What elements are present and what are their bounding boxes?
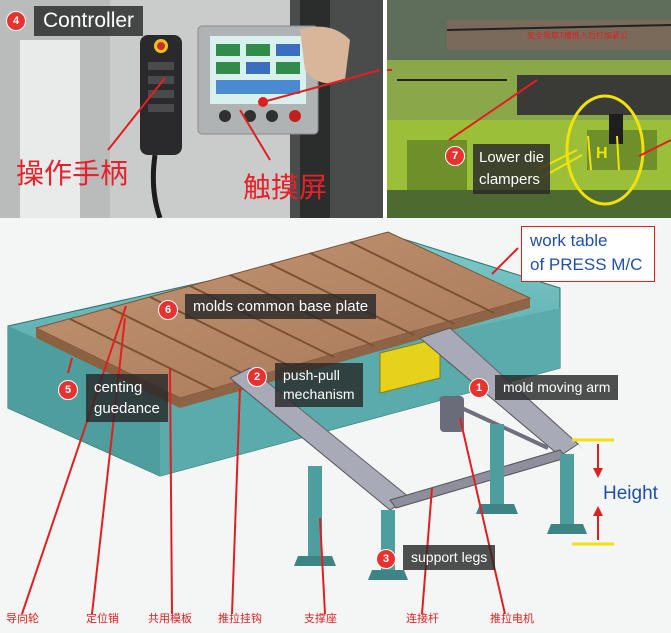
clamper-label-line1: Lower die (479, 149, 545, 166)
clamper-sign-text: 安全规章T槽推入后打加紧公 (527, 31, 628, 40)
cn-label-push-hook: 推拉挂钩 (218, 613, 262, 625)
centering-number: 5 (58, 380, 78, 400)
controller-number: 4 (6, 11, 26, 31)
push-pull-label: push-pull mechanism (275, 363, 363, 407)
legs-label: support legs (403, 545, 496, 570)
push-pull-line2: mechanism (283, 386, 355, 402)
push-pull-number: 2 (247, 367, 267, 387)
touch-screen-cn-label: 触摸屏 (243, 172, 328, 203)
clamper-label-line2: clampers (479, 171, 540, 188)
arm-label: mold moving arm (495, 375, 619, 400)
cn-label-guide-wheel: 导向轮 (6, 613, 39, 625)
controller-label: Controller (34, 6, 144, 36)
legs-number: 3 (376, 549, 396, 569)
height-label: Height (603, 483, 658, 504)
clamper-scene (387, 0, 671, 218)
cn-label-push-motor: 推拉电机 (490, 613, 534, 625)
controller-scene (0, 0, 383, 218)
handle-cn-label: 操作手柄 (16, 158, 129, 189)
cn-label-locating-pin: 定位销 (86, 613, 119, 625)
plate-label: molds common base plate (185, 294, 377, 319)
clamper-photo: 安全规章T槽推入后打加紧公 H 7 Lower die clampers (387, 0, 671, 218)
work-table-line2: of PRESS M/C (530, 255, 643, 274)
controller-photo: 4 Controller 操作手柄 触摸屏 (0, 0, 383, 218)
plate-number: 6 (158, 300, 178, 320)
clamper-label: Lower die clampers (473, 144, 551, 194)
centering-label: centing guedance (86, 374, 168, 422)
h-letter: H (596, 145, 608, 162)
work-table-line1: work table (530, 231, 608, 250)
cn-label-connecting-rod: 连接杆 (406, 613, 439, 625)
arm-number: 1 (469, 378, 489, 398)
cn-label-support-base: 支撑座 (304, 613, 337, 625)
centering-line2: guedance (94, 400, 160, 417)
clamper-number: 7 (445, 146, 465, 166)
centering-line1: centing (94, 379, 143, 396)
work-table-callout: work table of PRESS M/C (521, 226, 655, 282)
cn-label-common-plate: 共用模板 (148, 613, 192, 625)
cad-diagram: work table of PRESS M/C 6 molds common b… (0, 218, 671, 633)
push-pull-line1: push-pull (283, 367, 340, 383)
